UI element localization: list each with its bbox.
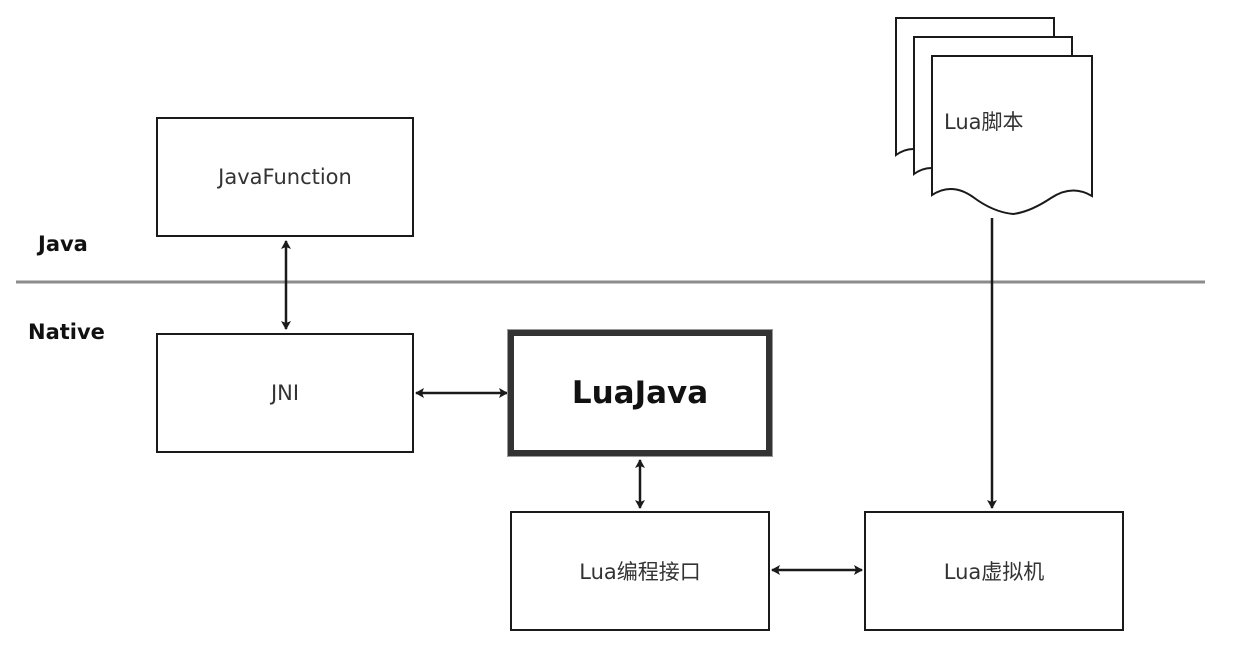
jni-label: JNI — [270, 381, 300, 405]
lua-script-label: Lua脚本 — [944, 110, 1024, 134]
luajava-label: LuaJava — [571, 375, 709, 411]
lua-vm-label: Lua虚拟机 — [943, 560, 1045, 584]
native-layer-label: Native — [28, 320, 105, 344]
lua-api-node: Lua编程接口 — [510, 511, 770, 631]
javafunction-node: JavaFunction — [156, 117, 414, 237]
luajava-node: LuaJava — [507, 329, 773, 457]
lua-api-label: Lua编程接口 — [579, 560, 701, 584]
lua-vm-node: Lua虚拟机 — [864, 511, 1124, 631]
java-layer-label: Java — [38, 232, 88, 256]
lua-script-document-stack — [895, 17, 1093, 216]
javafunction-label: JavaFunction — [218, 165, 352, 189]
jni-node: JNI — [156, 333, 414, 453]
